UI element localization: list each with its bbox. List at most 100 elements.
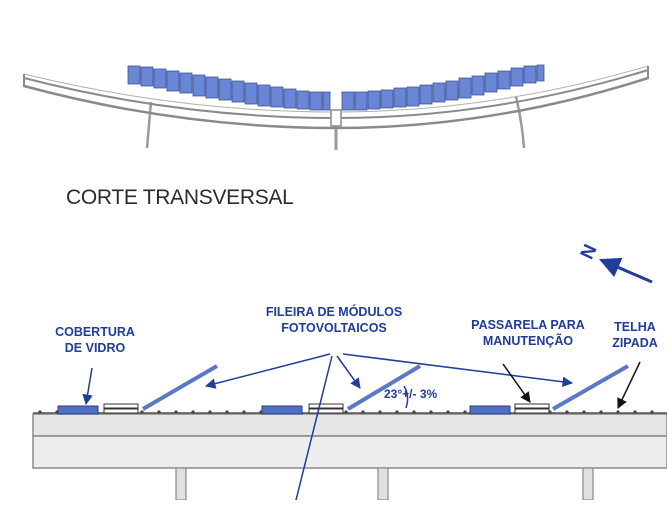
roof-panel <box>244 82 258 105</box>
tilt-angle-label: 23°+/- 3% <box>384 387 438 401</box>
roof-panel <box>497 70 511 90</box>
roof-panel <box>367 90 381 110</box>
roof-panel <box>192 74 206 97</box>
label-line: ZIPADA <box>612 336 658 350</box>
label-line: FILEIRA DE MÓDULOS <box>265 305 403 319</box>
roof-panel <box>445 80 459 101</box>
roof-seam <box>395 410 399 414</box>
arrow-pv-left <box>204 353 331 389</box>
label-glass-cover: COBERTURA DE VIDRO <box>40 324 150 356</box>
roof-panel <box>419 84 433 105</box>
roof-panel <box>231 80 245 103</box>
roof-seam <box>463 410 467 414</box>
arrow-pv-center <box>336 355 361 389</box>
roof-railing <box>23 65 649 113</box>
roof-panel <box>218 78 232 101</box>
roof-seam <box>582 410 586 414</box>
roof-column-right <box>514 95 526 149</box>
roof-seam <box>412 410 416 414</box>
roof-panel <box>393 87 407 108</box>
label-line: MANUTENÇÃO <box>482 334 574 348</box>
roof-panel <box>179 72 193 94</box>
roof-column-left <box>145 101 153 149</box>
roof-elevation <box>23 64 649 150</box>
roof-panel <box>283 88 297 109</box>
arrow-pv-down <box>295 355 333 501</box>
roof-panel <box>510 67 524 87</box>
roof-seam <box>378 410 382 414</box>
deck-slab <box>32 413 667 437</box>
roof-panels-right <box>341 64 545 111</box>
north-arrow <box>599 257 653 284</box>
roof-seam <box>565 410 569 414</box>
roof-seam <box>650 410 654 414</box>
roof-seam <box>157 410 161 414</box>
roof-panel <box>523 65 537 84</box>
roof-panel <box>458 77 472 99</box>
label-walkway: PASSARELA PARA MANUTENÇÃO <box>463 317 593 349</box>
roof-panel <box>257 84 271 107</box>
roof-panel <box>153 68 167 89</box>
roof-central-joint <box>330 109 342 127</box>
detail-section <box>32 353 667 501</box>
roof-seam <box>361 410 365 414</box>
roof-seam <box>208 410 212 414</box>
roof-seam <box>140 410 144 414</box>
roof-panel <box>296 90 310 110</box>
roof-panel <box>354 91 368 111</box>
label-line: PASSARELA PARA <box>471 318 585 332</box>
roof-panel <box>380 89 394 109</box>
arrow-walkway <box>502 363 531 403</box>
glass-cover <box>57 405 99 415</box>
label-pv-row: FILEIRA DE MÓDULOS FOTOVOLTAICOS <box>244 304 424 336</box>
roof-seam <box>446 410 450 414</box>
roof-panel <box>127 65 141 85</box>
label-line: DE VIDRO <box>64 341 126 355</box>
pv-module-row <box>552 364 629 411</box>
arrow-glass-cover <box>82 367 93 406</box>
roof-panel <box>140 66 154 87</box>
roof-seam <box>242 410 246 414</box>
label-line: COBERTURA <box>55 325 135 339</box>
roof-panel <box>432 82 446 103</box>
roof-beam-lower <box>23 76 649 130</box>
north-arrow-line <box>599 257 653 284</box>
roof-panel <box>270 86 284 108</box>
column <box>582 467 594 501</box>
label-line: TELHA <box>614 320 656 334</box>
tilt-angle-arc <box>403 385 409 409</box>
roof-seam <box>225 410 229 414</box>
glass-cover <box>261 405 303 415</box>
roof-seam <box>344 410 348 414</box>
roof-panel <box>341 91 355 111</box>
label-line: FOTOVOLTAICOS <box>281 321 387 335</box>
deck-beam <box>32 435 667 469</box>
label-zipped-roof: TELHA ZIPADA <box>603 319 667 351</box>
roof-panel <box>166 70 180 92</box>
roof-panel <box>471 75 485 96</box>
roof-seam <box>633 410 637 414</box>
column <box>377 467 389 501</box>
arrow-pv-right <box>342 353 574 388</box>
section-title: CORTE TRANSVERSAL <box>66 186 294 209</box>
pv-module-row <box>346 364 422 411</box>
walkway <box>308 403 344 414</box>
roof-seam <box>38 410 42 414</box>
column <box>175 467 187 501</box>
roof-panels-left <box>127 65 331 111</box>
roof-panel <box>205 76 219 99</box>
roof-panel <box>322 91 331 111</box>
pv-module-row <box>141 364 219 411</box>
roof-seam <box>599 410 603 414</box>
roof-seam <box>191 410 195 414</box>
roof-panel <box>484 72 498 93</box>
roof-seam <box>174 410 178 414</box>
roof-panel <box>536 64 545 82</box>
arrow-zipped-roof <box>617 361 641 409</box>
glass-cover <box>469 405 511 415</box>
roof-panel <box>406 86 420 107</box>
walkway <box>103 403 139 414</box>
roof-seam <box>616 410 620 414</box>
